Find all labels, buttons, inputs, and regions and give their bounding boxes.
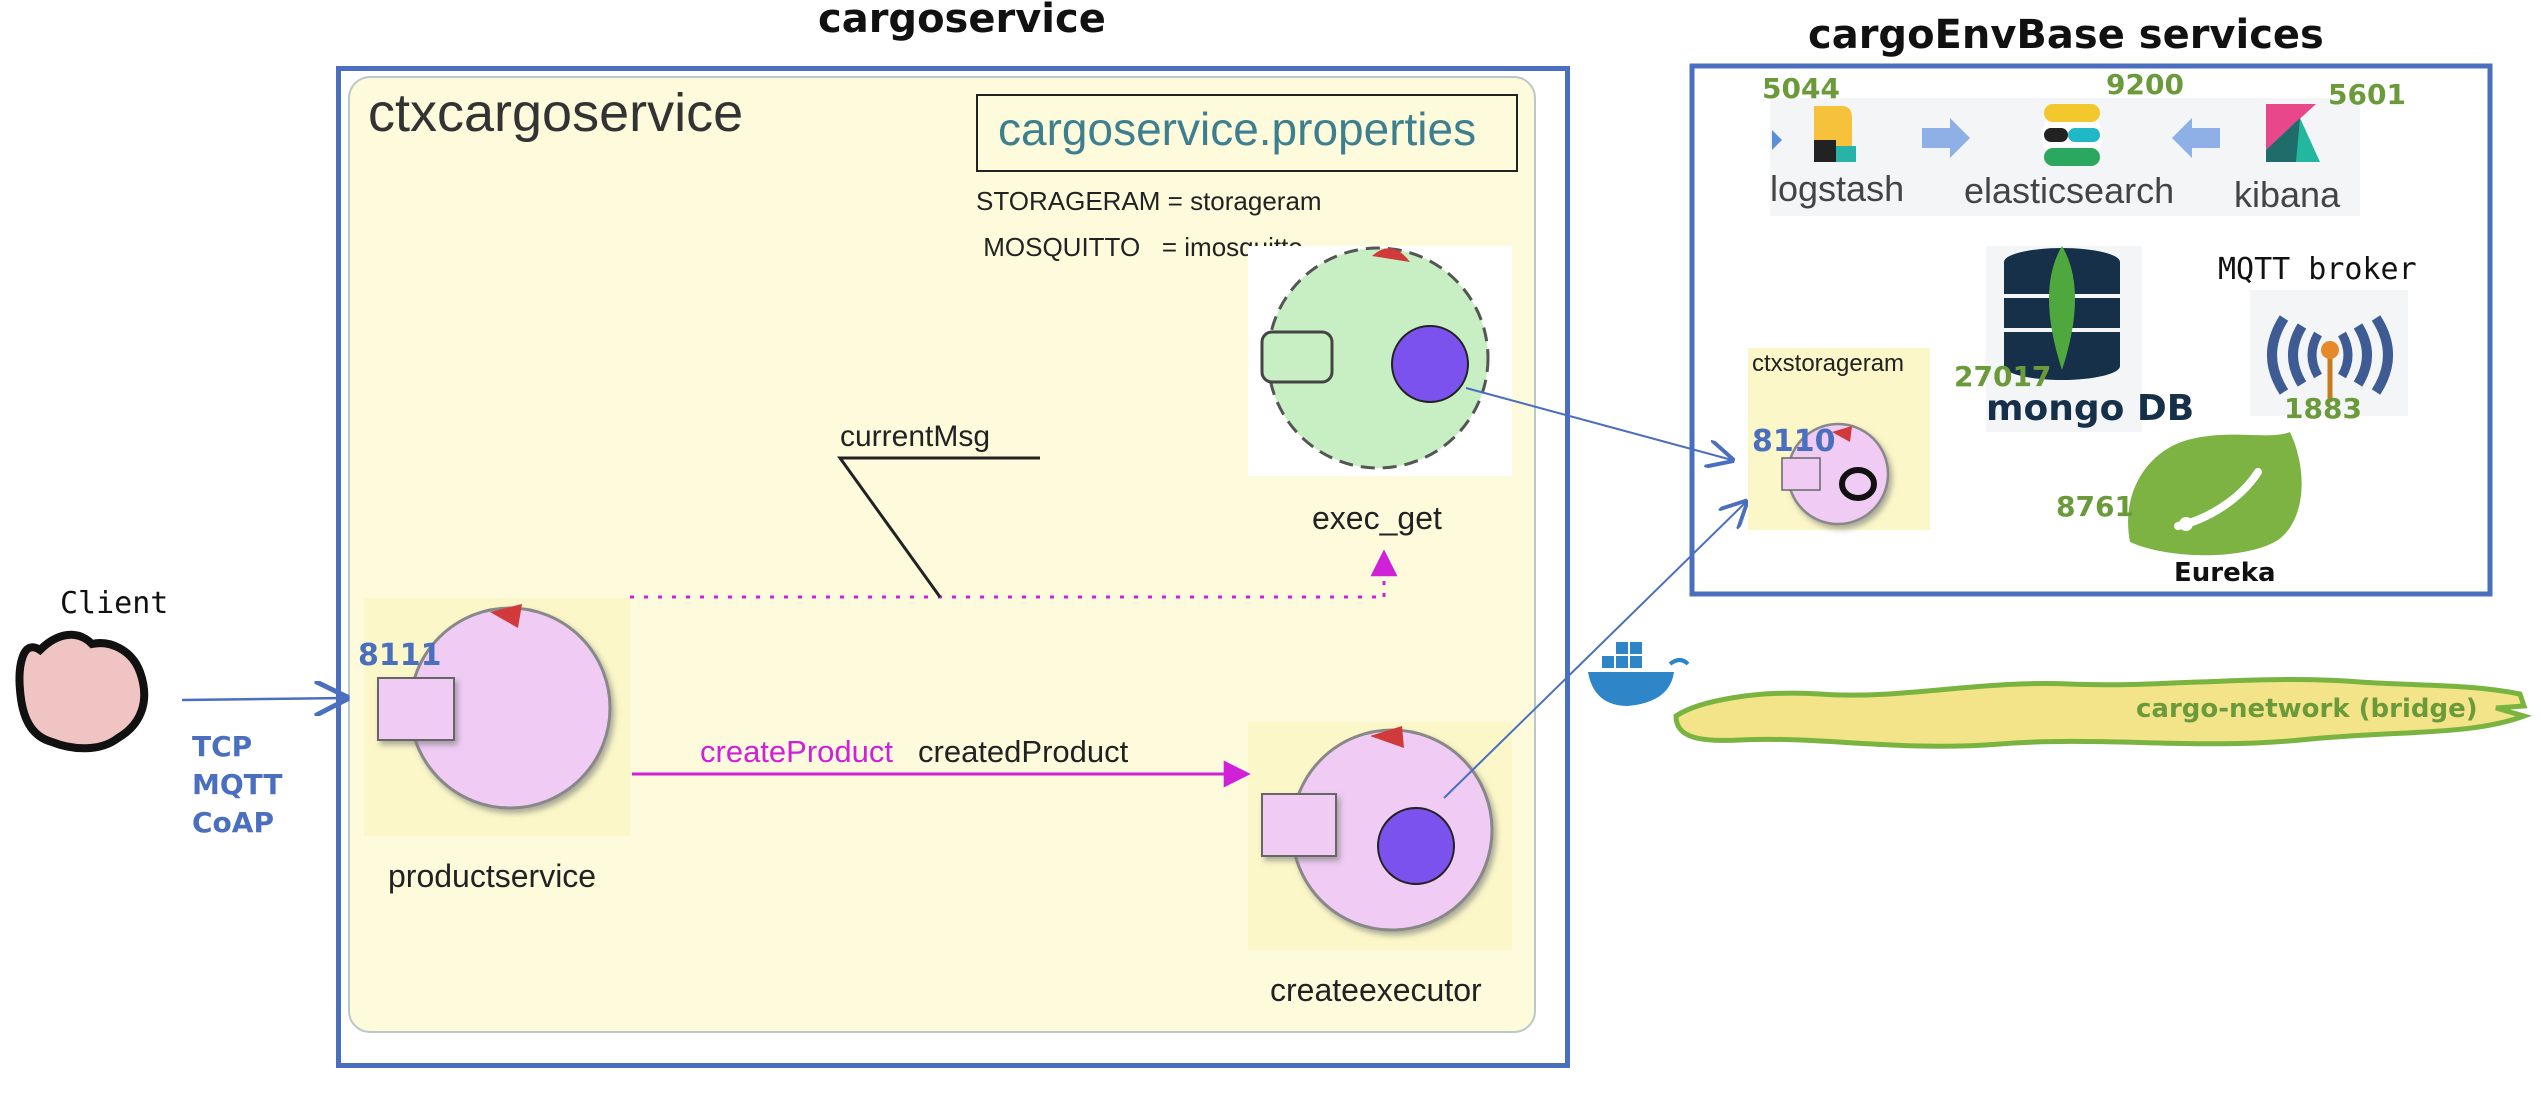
- mqtt-broker-label: MQTT broker: [2218, 252, 2417, 287]
- cargoservice-frame: [336, 66, 1570, 1068]
- storage-port: 8110: [1752, 424, 1836, 459]
- eureka-label: Eureka: [2174, 558, 2276, 588]
- client-arrow: [181, 698, 346, 700]
- cargoservice-title: cargoservice: [818, 0, 1106, 42]
- client-label: Client: [60, 586, 169, 621]
- env-services-title: cargoEnvBase services: [1808, 12, 2324, 58]
- mqtt-broker-icon: [2250, 290, 2408, 416]
- property-storageram: STORAGERAM = storageram: [976, 186, 1322, 216]
- createexecutor-actor[interactable]: [1248, 722, 1512, 950]
- productservice-port: 8111: [358, 638, 442, 673]
- mongo-port: 27017: [1954, 360, 2052, 393]
- logstash-port: 5044: [1762, 72, 1840, 105]
- protocol-mqtt: MQTT: [192, 768, 283, 801]
- exec-get-label: exec_get: [1312, 500, 1442, 536]
- createdproduct-label: createdProduct: [918, 734, 1129, 769]
- elk-banner: [1770, 98, 2360, 216]
- docker-icon: [1588, 642, 1690, 706]
- elasticsearch-port: 9200: [2106, 68, 2184, 101]
- network-label: cargo-network (bridge): [2136, 694, 2478, 724]
- network-bridge: [1673, 676, 2533, 749]
- logstash-logo-text: logstash: [1770, 168, 1905, 209]
- protocol-tcp: TCP: [192, 730, 253, 763]
- productservice-label: productservice: [388, 858, 597, 894]
- currentmsg-arrow: [630, 456, 1398, 599]
- mongodb-logo-text: mongo DB: [1986, 388, 2195, 429]
- protocol-coap: CoAP: [192, 806, 274, 839]
- elasticsearch-logo-text: elasticsearch: [1964, 170, 2175, 211]
- currentmsg-label: currentMsg: [840, 420, 991, 453]
- productservice-actor[interactable]: [364, 598, 630, 836]
- eureka-icon: [2128, 432, 2302, 556]
- exec-to-storage-arrow: [1465, 387, 1732, 460]
- kibana-logo-text: kibana: [2234, 174, 2341, 215]
- mqtt-port: 1883: [2284, 392, 2362, 425]
- properties-title: cargoservice.properties: [998, 103, 1477, 155]
- client-icon: [15, 630, 149, 753]
- ctxstorageram-label: ctxstorageram: [1752, 350, 1905, 377]
- ctxstorageram-actor[interactable]: [1748, 348, 1930, 530]
- mongodb-logo: [1986, 246, 2142, 432]
- exec-get-actor[interactable]: [1248, 246, 1512, 476]
- eureka-port: 8761: [2056, 490, 2134, 523]
- kibana-port: 5601: [2328, 78, 2406, 111]
- env-frame: [1689, 63, 2493, 597]
- properties-box: [976, 94, 1518, 172]
- context-name: ctxcargoservice: [368, 83, 744, 143]
- create-to-storage-arrow: [1443, 502, 1746, 799]
- createexecutor-label: createexecutor: [1270, 972, 1482, 1008]
- createproduct-label: createProduct: [700, 734, 893, 769]
